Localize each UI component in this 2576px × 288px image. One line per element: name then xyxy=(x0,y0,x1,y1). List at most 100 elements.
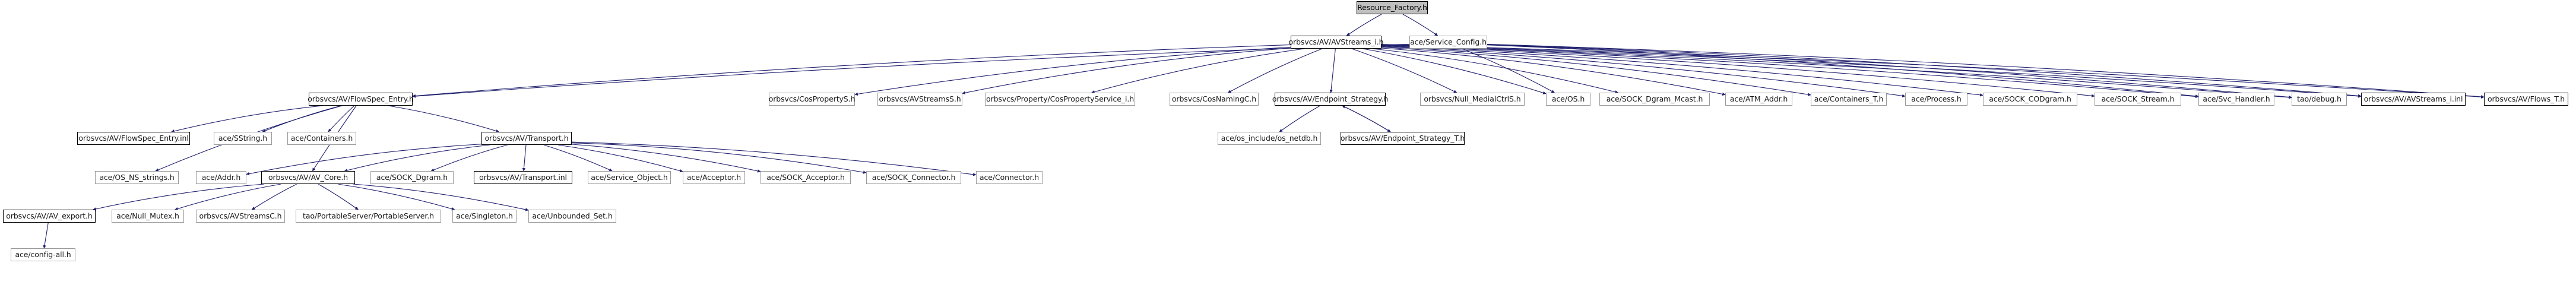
graph-node[interactable]: ace/Acceptor.h xyxy=(683,171,745,184)
graph-node-label: orbsvcs/AV/FlowSpec_Entry.h xyxy=(308,94,414,103)
graph-node[interactable]: orbsvcs/AV/Transport.inl xyxy=(474,171,572,184)
graph-node-label: orbsvcs/CosPropertyS.h xyxy=(768,94,856,103)
graph-edge xyxy=(1487,44,2292,99)
graph-node-label: ace/config-all.h xyxy=(15,249,71,259)
graph-node-label: ace/Containers_T.h xyxy=(1814,94,1884,103)
graph-node[interactable]: ace/SOCK_Dgram_Mcast.h xyxy=(1599,93,1710,106)
graph-node-label: ace/Connector.h xyxy=(979,172,1040,182)
graph-node[interactable]: ace/SOCK_Stream.h xyxy=(2095,93,2181,106)
graph-node-label: ace/ATM_Addr.h xyxy=(1729,94,1788,103)
graph-node-label: ace/Unbounded_Set.h xyxy=(532,211,613,220)
graph-node[interactable]: orbsvcs/AV/FlowSpec_Entry.inl xyxy=(77,132,190,145)
graph-edge xyxy=(1487,44,2362,98)
graph-edge xyxy=(43,222,49,249)
graph-edge xyxy=(430,144,508,172)
graph-node-label: orbsvcs/AV/AVStreams_i.inl xyxy=(2363,94,2463,103)
graph-edge xyxy=(1363,48,1547,94)
graph-node[interactable]: ace/Unbounded_Set.h xyxy=(528,210,616,223)
graph-node-label: ace/os_include/os_netdb.h xyxy=(1221,133,1318,143)
graph-node[interactable]: orbsvcs/AVStreamsC.h xyxy=(196,210,285,223)
graph-edge xyxy=(571,143,867,174)
graph-node[interactable]: ace/Process.h xyxy=(1905,93,1967,106)
graph-node-label: ace/SOCK_Acceptor.h xyxy=(766,172,845,182)
graph-edge xyxy=(1329,48,1336,93)
graph-node[interactable]: ace/ATM_Addr.h xyxy=(1725,93,1792,106)
graph-node[interactable]: orbsvcs/AV/AVStreams_i.h xyxy=(1289,36,1384,49)
graph-node-label: ace/SString.h xyxy=(218,133,268,143)
graph-node[interactable]: Resource_Factory.h xyxy=(1357,1,1428,14)
graph-edge xyxy=(412,44,1291,98)
graph-node[interactable]: orbsvcs/AV/AVStreams_i.inl xyxy=(2361,93,2466,106)
graph-node-label: ace/OS.h xyxy=(1551,94,1585,103)
graph-node[interactable]: orbsvcs/AV/Endpoint_Strategy.h xyxy=(1272,93,1389,106)
graph-node-label: ace/SOCK_Connector.h xyxy=(872,172,956,182)
graph-node-label: ace/Containers.h xyxy=(290,133,353,143)
graph-node[interactable]: ace/Containers_T.h xyxy=(1811,93,1887,106)
graph-node[interactable]: orbsvcs/AVStreamsS.h xyxy=(877,93,962,106)
graph-node-label: orbsvcs/AV/Transport.h xyxy=(484,133,569,143)
graph-node-label: ace/Process.h xyxy=(1911,94,1962,103)
graph-node[interactable]: orbsvcs/Property/CosPropertyService_i.h xyxy=(985,93,1135,106)
graph-node[interactable]: ace/SOCK_Connector.h xyxy=(866,171,961,184)
graph-edge xyxy=(328,105,354,132)
graph-node-label: orbsvcs/CosNamingC.h xyxy=(1171,94,1257,103)
graph-edge xyxy=(262,105,341,132)
graph-edge xyxy=(1381,44,2292,99)
graph-edge xyxy=(93,183,265,211)
graph-edge xyxy=(543,144,613,172)
graph-node[interactable]: ace/Svc_Handler.h xyxy=(2198,93,2274,106)
graph-node-label: orbsvcs/AV/Endpoint_Strategy.h xyxy=(1272,94,1389,103)
graph-node[interactable]: ace/OS_NS_strings.h xyxy=(95,171,179,184)
graph-node[interactable]: ace/Containers.h xyxy=(287,132,356,145)
graph-node-label: ace/Service_Object.h xyxy=(591,172,668,182)
graph-node-label: ace/SOCK_Stream.h xyxy=(2101,94,2175,103)
graph-node[interactable]: orbsvcs/CosPropertyS.h xyxy=(769,93,855,106)
graph-node-label: orbsvcs/AV/FlowSpec_Entry.inl xyxy=(78,133,189,143)
graph-node[interactable]: orbsvcs/Null_MedialCtrlS.h xyxy=(1420,93,1525,106)
graph-edge xyxy=(1342,105,1391,132)
graph-edge xyxy=(1372,48,1619,94)
graph-edge xyxy=(1381,45,1984,97)
graph-node[interactable]: ace/SOCK_CODgram.h xyxy=(1983,93,2077,106)
graph-edge xyxy=(175,183,281,211)
graph-node[interactable]: ace/SString.h xyxy=(214,132,272,145)
graph-node[interactable]: orbsvcs/CosNamingC.h xyxy=(1170,93,1259,106)
graph-node[interactable]: orbsvcs/AV/AV_export.h xyxy=(3,210,96,223)
graph-edge xyxy=(854,46,1291,96)
graph-node-label: orbsvcs/AV/Endpoint_Strategy_T.h xyxy=(1340,133,1465,143)
graph-edge xyxy=(1342,105,1391,132)
graph-node-label: orbsvcs/AV/Flows_T.h xyxy=(2487,94,2565,103)
graph-node-label: orbsvcs/Null_MedialCtrlS.h xyxy=(1424,94,1521,103)
graph-edge xyxy=(571,141,977,176)
graph-node-label: ace/SOCK_CODgram.h xyxy=(1989,94,2071,103)
graph-node-label: Resource_Factory.h xyxy=(1357,2,1427,12)
graph-edge xyxy=(1091,48,1305,94)
graph-node[interactable]: orbsvcs/AV/Transport.h xyxy=(481,132,572,145)
graph-node[interactable]: orbsvcs/AV/Endpoint_Strategy_T.h xyxy=(1341,132,1465,145)
graph-edge xyxy=(388,105,499,133)
graph-edge xyxy=(1381,45,2095,98)
graph-node[interactable]: tao/PortableServer/PortableServer.h xyxy=(296,210,441,223)
graph-node-label: ace/Singleton.h xyxy=(456,211,513,220)
graph-node[interactable]: ace/config-all.h xyxy=(11,248,75,261)
graph-node[interactable]: ace/Addr.h xyxy=(196,171,246,184)
graph-node-label: orbsvcs/AV/AV_Core.h xyxy=(268,172,348,182)
graph-node[interactable]: ace/Connector.h xyxy=(976,171,1043,184)
graph-node[interactable]: ace/os_include/os_netdb.h xyxy=(1218,132,1321,145)
graph-node[interactable]: ace/SOCK_Acceptor.h xyxy=(761,171,851,184)
graph-node[interactable]: ace/Service_Config.h xyxy=(1409,36,1487,49)
graph-node[interactable]: ace/OS.h xyxy=(1546,93,1590,106)
graph-node[interactable]: ace/Null_Mutex.h xyxy=(112,210,184,223)
graph-node[interactable]: orbsvcs/AV/AV_Core.h xyxy=(261,171,355,184)
graph-node[interactable]: orbsvcs/AV/Flows_T.h xyxy=(2484,93,2568,106)
graph-node[interactable]: orbsvcs/AV/FlowSpec_Entry.h xyxy=(308,93,414,106)
graph-edge xyxy=(1279,105,1320,132)
graph-node[interactable]: tao/debug.h xyxy=(2292,93,2347,106)
graph-node-label: orbsvcs/AV/AV_export.h xyxy=(6,211,93,220)
graph-node-label: orbsvcs/AV/Transport.inl xyxy=(479,172,567,182)
graph-node-label: ace/OS_NS_strings.h xyxy=(99,172,175,182)
graph-node[interactable]: ace/Singleton.h xyxy=(452,210,517,223)
graph-node[interactable]: ace/SOCK_Dgram.h xyxy=(370,171,454,184)
graph-node[interactable]: ace/Service_Object.h xyxy=(588,171,671,184)
graph-node-label: ace/Svc_Handler.h xyxy=(2203,94,2270,103)
